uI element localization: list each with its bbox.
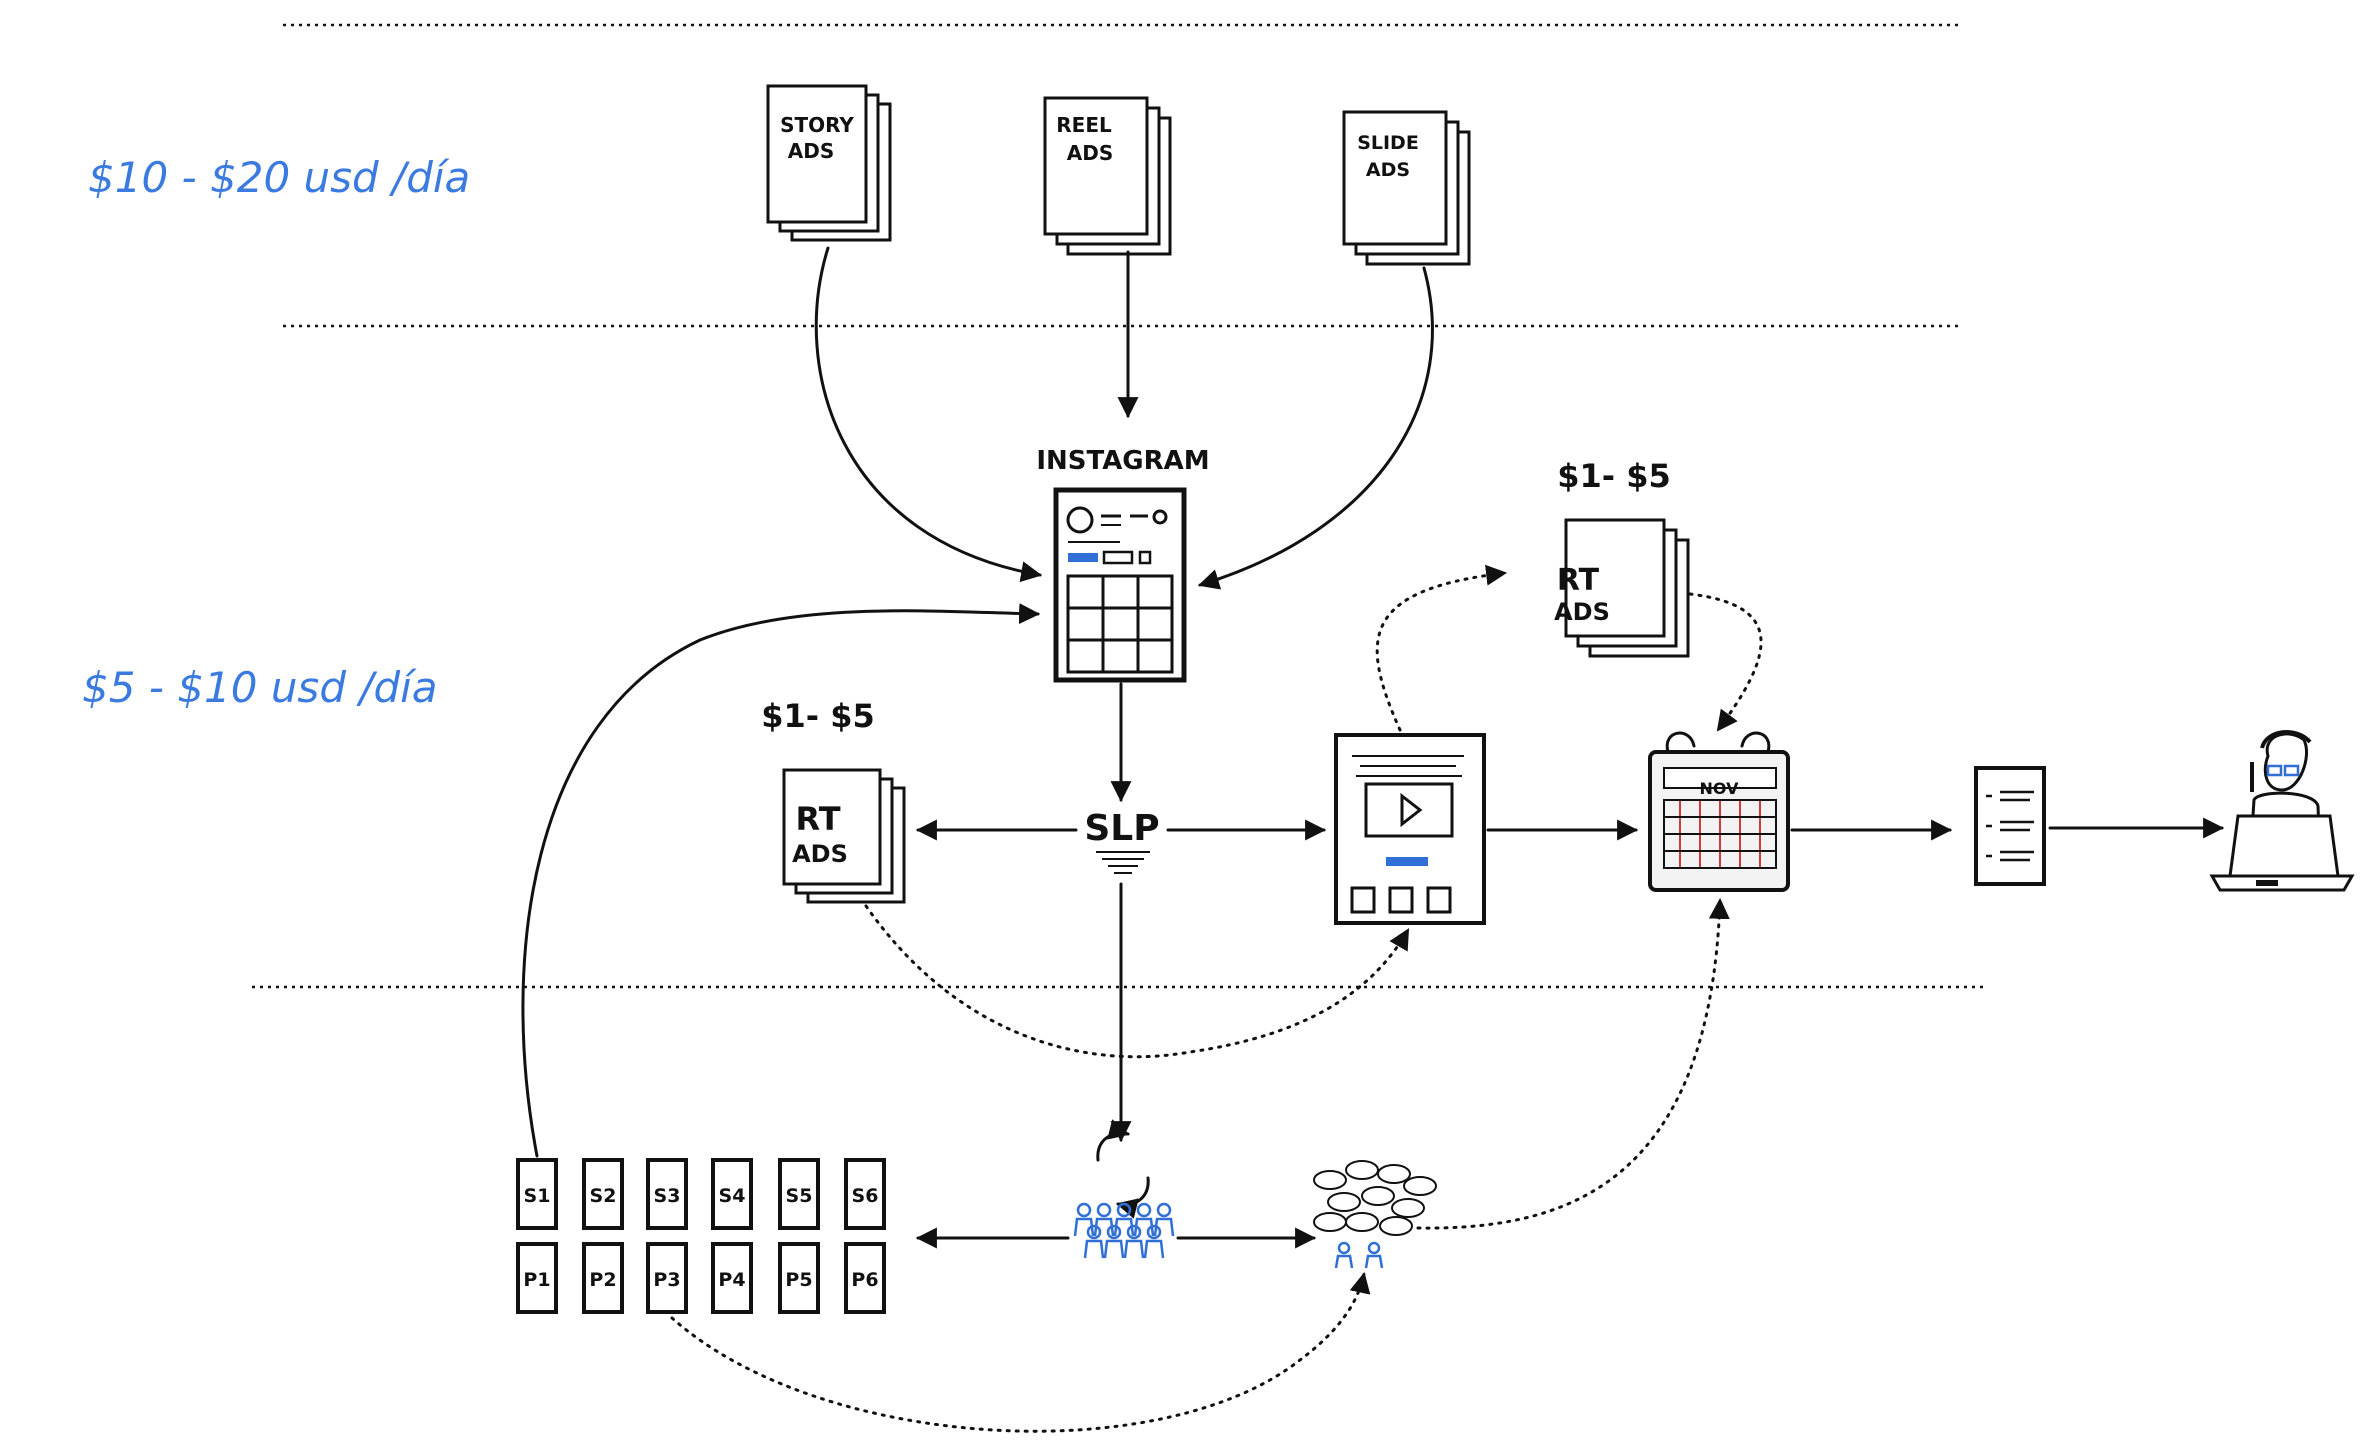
reel-ads-line2: ADS [1067, 141, 1113, 165]
upper-rt-budget: $1- $5 [1557, 457, 1670, 495]
dotted-chat-to-calendar [1416, 897, 1730, 1230]
dotted-grid-to-chat [670, 1271, 1371, 1433]
story-card-label: S4 [719, 1185, 746, 1207]
reel-ads-line1: REEL [1056, 113, 1112, 137]
post-card: P3 [646, 1242, 688, 1314]
story-ads-line2: ADS [788, 139, 834, 163]
slide-ads-line1: SLIDE [1357, 132, 1419, 154]
person-laptop-icon [2209, 729, 2355, 892]
post-card-label: P2 [589, 1269, 616, 1291]
stories-posts-grid: S1 S2 S3 S4 S5 S6 P1 P2 P3 P4 P5 P6 [516, 1158, 886, 1314]
story-card: S1 [516, 1158, 558, 1230]
lower-rt-ads-stack: RT ADS [782, 768, 906, 904]
video-player [1364, 782, 1454, 838]
post-card: P1 [516, 1242, 558, 1314]
upper-rt-ads-stack: RT ADS [1554, 518, 1690, 658]
post-card-label: P1 [523, 1269, 550, 1291]
arrow-grid-to-instagram [521, 603, 1041, 1158]
instagram-follow-button [1068, 553, 1098, 562]
arrow-slide-to-instagram [1197, 266, 1434, 590]
post-card: P6 [844, 1242, 886, 1314]
story-ads-stack: STORY ADS [766, 84, 892, 242]
instagram-label: INSTAGRAM [1036, 446, 1209, 476]
slide-ads-stack: SLIDE ADS [1342, 110, 1471, 266]
lower-rt-budget: $1- $5 [761, 697, 874, 735]
funnel-icon [1096, 851, 1150, 874]
vsl-landing-page [1334, 733, 1486, 925]
post-card-label: P4 [718, 1269, 745, 1291]
lower-rt-line2: ADS [792, 840, 848, 868]
post-card: P5 [778, 1242, 820, 1314]
story-card-label: S5 [786, 1185, 813, 1207]
story-card: S6 [844, 1158, 886, 1230]
post-card-label: P6 [851, 1269, 878, 1291]
dotted-lower-rt-to-vsl [864, 904, 1410, 1059]
budget-top-label: $10 - $20 usd /día [88, 153, 470, 202]
story-card-label: S6 [852, 1185, 879, 1207]
post-card: P2 [582, 1242, 624, 1314]
story-card-label: S1 [524, 1185, 551, 1207]
dotted-upper-rt-to-calendar [1688, 592, 1763, 732]
story-card: S4 [711, 1158, 753, 1230]
lower-rt-line1: RT [795, 800, 840, 838]
calendar-month: NOV [1700, 779, 1740, 798]
dotted-vsl-to-upper-rt [1375, 564, 1508, 732]
post-card-label: P3 [653, 1269, 680, 1291]
story-card-label: S3 [654, 1185, 681, 1207]
chat-group-icon [1313, 1160, 1437, 1269]
story-card: S5 [778, 1158, 820, 1230]
story-card: S3 [646, 1158, 688, 1230]
instagram-profile [1053, 487, 1187, 683]
community-group-icon [1073, 1119, 1175, 1259]
vsl-cta-button [1386, 857, 1428, 866]
story-ads-line1: STORY [780, 113, 854, 137]
calendar-icon: NOV [1648, 731, 1790, 892]
post-card: P4 [711, 1242, 753, 1314]
upper-rt-line2: ADS [1554, 598, 1610, 626]
budget-middle-label: $5 - $10 usd /día [82, 663, 438, 712]
story-card: S2 [582, 1158, 624, 1230]
post-card-label: P5 [785, 1269, 812, 1291]
checklist-icon [1974, 766, 2046, 886]
slp-label: SLP [1084, 808, 1159, 849]
slide-ads-line2: ADS [1366, 159, 1410, 181]
reel-ads-stack: REEL ADS [1043, 96, 1172, 256]
story-card-label: S2 [590, 1185, 617, 1207]
play-icon [1400, 792, 1423, 828]
arrow-story-to-instagram [814, 246, 1043, 583]
upper-rt-line1: RT [1557, 563, 1600, 598]
